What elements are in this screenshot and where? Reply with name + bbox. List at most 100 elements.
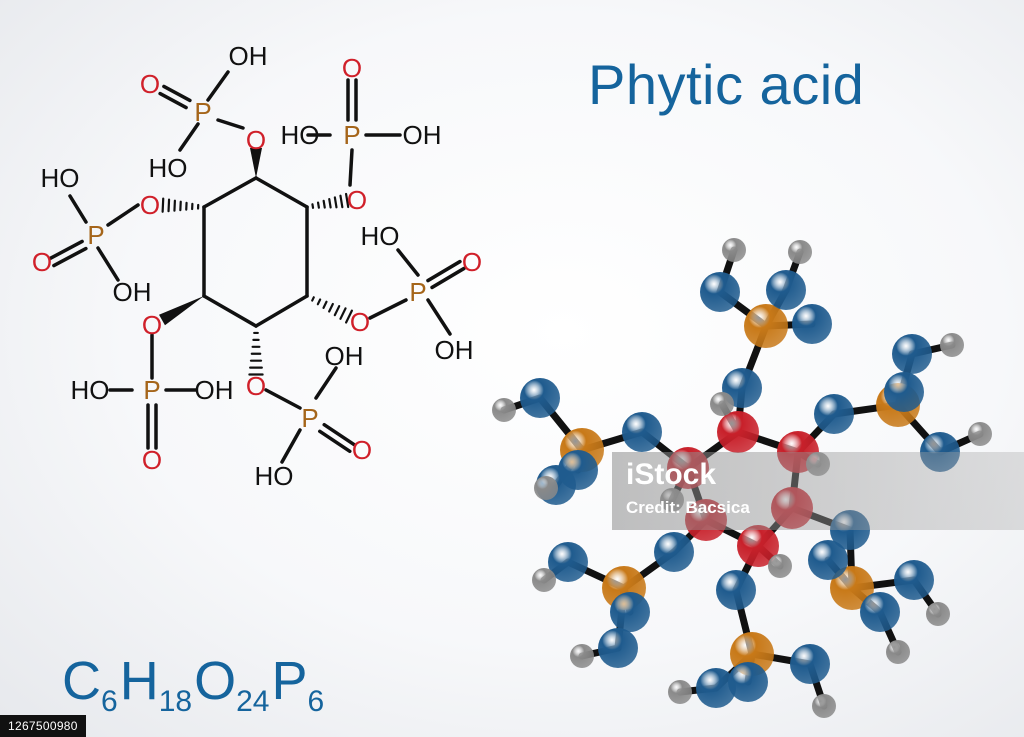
- model-atom-o-blue-b22: [696, 668, 736, 708]
- formula-subscript-3: 6: [307, 685, 325, 718]
- bond-20: [345, 309, 353, 324]
- model-atom-o-red-r4: [737, 525, 779, 567]
- model-atom-p-p5: [830, 566, 874, 610]
- hydroxyl-label: HO: [281, 120, 320, 150]
- model-atom-o-blue-b16: [598, 628, 638, 668]
- bond-62: [314, 366, 338, 400]
- model-atom-o-blue-b11: [814, 394, 854, 434]
- bond-34: [167, 198, 171, 213]
- model-atom-o-blue-b19: [894, 560, 934, 600]
- formula-subscript-2: 24: [236, 685, 270, 718]
- bond-39: [162, 84, 192, 103]
- model-atom-o-blue-b9: [892, 334, 932, 374]
- hydroxyl-label: OH: [229, 41, 268, 71]
- phosphorus-label: P: [343, 120, 360, 150]
- model-atom-h-h15: [768, 554, 792, 578]
- model-atom-h-h9: [926, 602, 950, 626]
- oxygen-label: O: [140, 69, 160, 99]
- model-atom-h-h13: [710, 392, 734, 416]
- oxygen-label: O: [462, 247, 482, 277]
- phosphorus-label: P: [194, 97, 211, 127]
- phosphorus-label: P: [87, 220, 104, 250]
- model-atom-h-h4: [534, 476, 558, 500]
- model-atom-o-blue-b5: [520, 378, 560, 418]
- model-atom-o-blue-b20: [860, 592, 900, 632]
- bond-9: [322, 199, 326, 209]
- model-atom-h-h7: [532, 568, 556, 592]
- model-atom-h-h6: [968, 422, 992, 446]
- model-atom-o-blue-b18: [808, 540, 848, 580]
- model-atom-h-h12: [812, 694, 836, 718]
- bond-47: [68, 194, 88, 224]
- formula-element-0: C: [62, 651, 101, 711]
- hydroxyl-label: OH: [325, 341, 364, 371]
- hydroxyl-label: HO: [71, 375, 110, 405]
- oxygen-label: O: [32, 247, 52, 277]
- model-atom-o-blue-b10: [884, 372, 924, 412]
- bond-53: [426, 298, 452, 336]
- wedge-bond-6: [250, 148, 262, 178]
- model-atom-o-blue-b8: [558, 450, 598, 490]
- bond-15: [316, 298, 322, 306]
- watermark: iStock Credit: Bacsica: [612, 452, 1024, 530]
- model-atom-o-blue-b6: [622, 412, 662, 452]
- oxygen-label: O: [142, 310, 162, 340]
- model-atom-o-blue-b14: [654, 532, 694, 572]
- bond-8: [316, 201, 320, 209]
- watermark-credit: Credit: Bacsica: [626, 498, 750, 517]
- model-atom-o-blue-b23: [790, 644, 830, 684]
- bond-16: [322, 300, 328, 309]
- bond-17: [328, 302, 334, 313]
- page-title: Phytic acid: [588, 53, 865, 116]
- model-atom-o-red-r1: [717, 411, 759, 453]
- oxygen-label: O: [347, 185, 367, 215]
- formula-element-1: H: [119, 651, 159, 711]
- hydroxyl-label: HO: [41, 163, 80, 193]
- bond-65: [322, 422, 356, 447]
- hydroxyl-label: OH: [113, 277, 152, 307]
- bond-2: [254, 294, 309, 328]
- oxygen-label: O: [350, 307, 370, 337]
- bond-63: [280, 428, 302, 464]
- model-atom-p-p1: [744, 304, 788, 348]
- model-atom-o-blue-b24: [728, 662, 768, 702]
- phosphorus-label: P: [301, 403, 318, 433]
- model-atom-o-blue-b2: [766, 270, 806, 310]
- bond-10: [328, 198, 332, 209]
- formula-element-3: P: [271, 651, 308, 711]
- bond-41: [348, 148, 354, 187]
- model-atom-h-h1: [722, 238, 746, 262]
- bond-11: [333, 196, 338, 209]
- bond-19: [339, 307, 347, 320]
- model-atom-o-blue-b15: [610, 592, 650, 632]
- bond-51: [368, 298, 408, 320]
- model-atom-h-h8: [570, 644, 594, 668]
- hydroxyl-label: OH: [195, 375, 234, 405]
- oxygen-label: O: [246, 371, 266, 401]
- molecular-formula: C6H18O24P6: [62, 650, 326, 719]
- bond-3: [202, 294, 258, 328]
- bond-48: [96, 246, 120, 282]
- stock-id-label: 1267500980: [0, 715, 86, 737]
- bond-50: [52, 246, 88, 268]
- model-atom-h-h2: [788, 240, 812, 264]
- oxygen-label: O: [140, 190, 160, 220]
- bond-46: [106, 203, 140, 227]
- bond-36: [216, 118, 245, 130]
- bond-35: [161, 197, 165, 213]
- model-atom-h-h3: [492, 398, 516, 422]
- bond-37: [206, 70, 230, 102]
- oxygen-label: O: [246, 125, 266, 155]
- bond-0: [254, 176, 309, 209]
- hydroxyl-label: OH: [403, 120, 442, 150]
- hydroxyl-label: HO: [361, 221, 400, 251]
- model-atom-o-blue-b1: [700, 272, 740, 312]
- hydroxyl-label: OH: [435, 335, 474, 365]
- model-atom-h-h5: [940, 333, 964, 357]
- hydroxyl-label: HO: [149, 153, 188, 183]
- bond-54: [430, 266, 466, 290]
- bond-7: [311, 203, 315, 209]
- oxygen-label: O: [342, 53, 362, 83]
